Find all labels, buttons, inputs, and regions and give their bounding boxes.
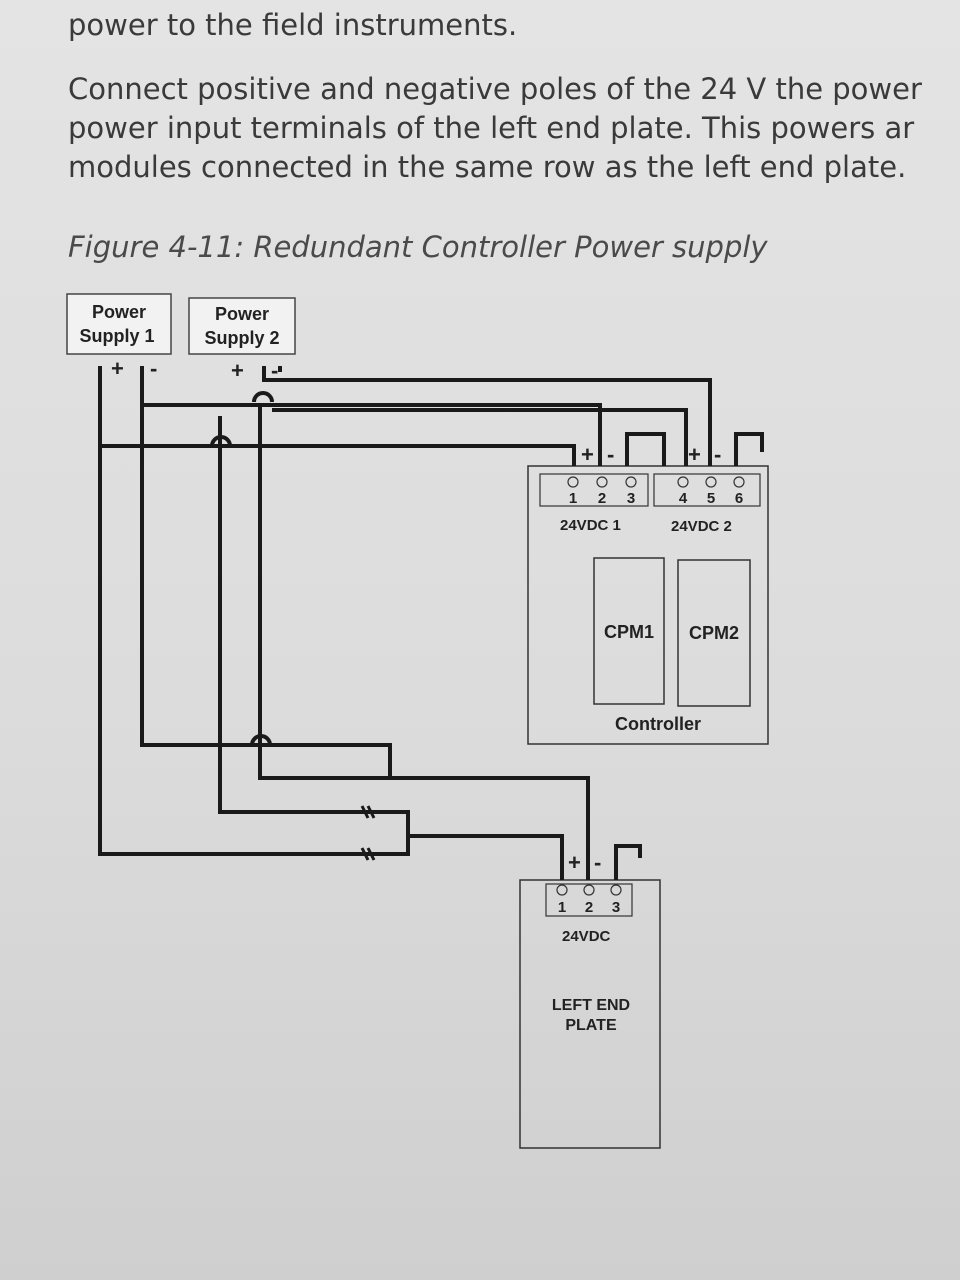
figure-caption: Figure 4-11: Redundant Controller Power … <box>68 230 768 264</box>
terminal-number: 3 <box>627 490 635 507</box>
minus-terminal-label: - <box>150 356 157 381</box>
plus-terminal-label: + <box>688 442 701 467</box>
paragraph-line: modules connected in the same row as the… <box>68 150 907 184</box>
terminal-block-24vdc <box>545 883 633 917</box>
terminal-number: 2 <box>585 899 593 916</box>
cpm2-label: CPM2 <box>689 623 739 643</box>
left-end-plate-label: LEFT END <box>552 997 630 1014</box>
cpm2-module <box>677 559 751 707</box>
minus-terminal-label: - <box>607 442 614 467</box>
controller: 1 2 3 4 5 6 24VDC 1 24VDC 2 CPM1 CPM2 Co… <box>527 442 769 745</box>
plus-terminal-label: + <box>568 850 581 875</box>
terminal-number: 1 <box>569 490 577 507</box>
paragraph-line: Connect positive and negative poles of t… <box>68 72 922 106</box>
minus-terminal-label: - <box>594 850 601 875</box>
document-paragraph: Connect positive and negative poles of t… <box>68 70 960 187</box>
wiring-diagram: Power Supply 1 + - Power Supply 2 + - 1 … <box>66 293 769 1149</box>
cpm1-label: CPM1 <box>604 622 654 642</box>
plus-terminal-label: + <box>581 442 594 467</box>
terminal-screw-icon <box>556 884 622 896</box>
terminal-number: 5 <box>707 490 715 507</box>
left-end-plate: 1 2 3 24VDC LEFT END PLATE + - <box>519 850 661 1149</box>
terminal-block-label: 24VDC 1 <box>560 517 621 534</box>
terminal-number: 2 <box>598 490 606 507</box>
left-end-plate-label: PLATE <box>565 1017 617 1034</box>
terminal-block-label: 24VDC 2 <box>671 518 732 535</box>
power-supply-2-label: Power <box>215 304 269 324</box>
power-supply-2-label: Supply 2 <box>204 328 279 348</box>
minus-terminal-label: - <box>271 358 278 383</box>
minus-terminal-label: - <box>714 442 721 467</box>
terminal-number: 4 <box>679 490 688 507</box>
cpm1-module <box>593 557 665 705</box>
power-supply-1: Power Supply 1 + - <box>66 293 172 381</box>
terminal-number: 1 <box>558 899 566 916</box>
terminal-number: 6 <box>735 490 743 507</box>
terminal-screw-icon <box>567 476 745 488</box>
terminal-block-label: 24VDC <box>562 928 611 945</box>
terminal-block-24vdc-2 <box>653 473 761 507</box>
wires <box>98 366 764 880</box>
wire-crossover-icon <box>210 391 274 746</box>
terminal-block-24vdc-1 <box>539 473 649 507</box>
paragraph-line: power input terminals of the left end pl… <box>68 111 915 145</box>
document-line: power to the field instruments. <box>68 8 518 42</box>
power-supply-2: Power Supply 2 + - <box>188 297 296 383</box>
wire-break-icon <box>360 805 376 861</box>
terminal-number: 3 <box>612 899 620 916</box>
power-supply-1-label: Supply 1 <box>79 326 154 346</box>
controller-label: Controller <box>615 714 701 734</box>
power-supply-1-label: Power <box>92 302 146 322</box>
plus-terminal-label: + <box>231 358 244 383</box>
plus-terminal-label: + <box>111 356 124 381</box>
